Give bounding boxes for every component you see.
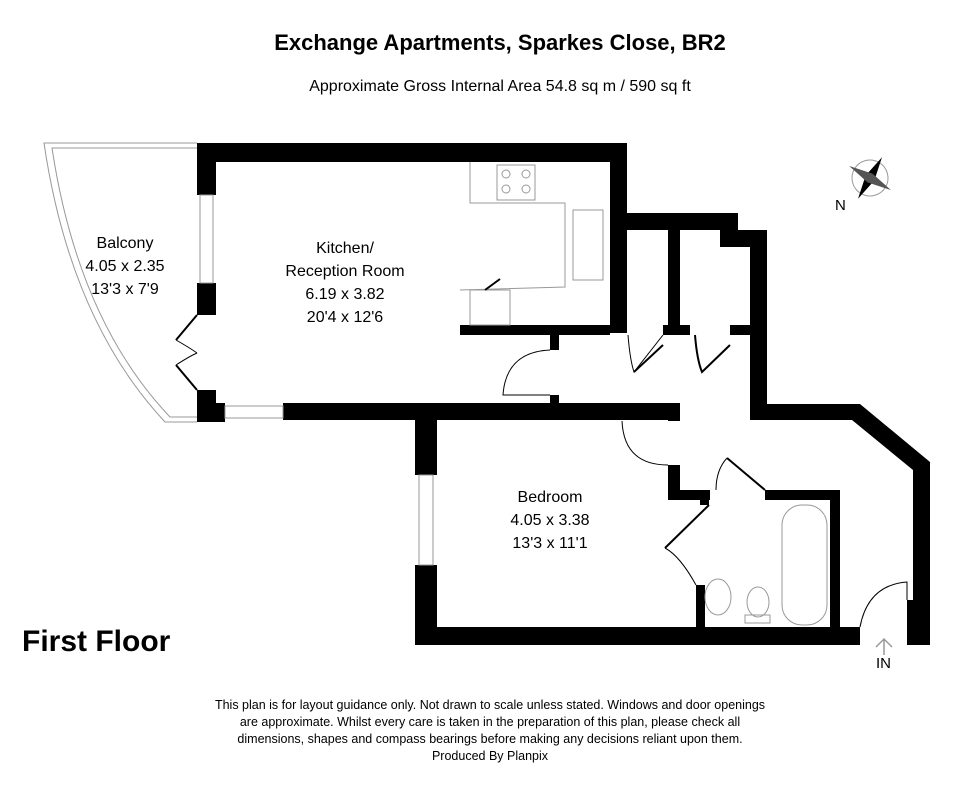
gross-internal-area: Approximate Gross Internal Area 54.8 sq … [309,78,691,95]
room-name: Kitchen/ [316,240,374,257]
room-size-imperial: 13'3 x 11'1 [512,535,588,552]
producer-credit: Produced By Planpix [431,749,549,763]
windows [199,194,434,566]
room-name-line2: Reception Room [285,263,405,280]
room-bedroom: Bedroom 4.05 x 3.38 13'3 x 11'1 [490,486,610,555]
compass-icon [849,157,891,199]
disclaimer-line: This plan is for layout guidance only. N… [214,698,766,712]
entrance-label: IN [876,655,891,672]
room-size-metric: 4.05 x 3.38 [510,512,590,529]
room-kitchen-reception: Kitchen/ Reception Room 6.19 x 3.82 20'4… [255,237,435,329]
disclaimer: This plan is for layout guidance only. N… [0,697,980,765]
room-size-imperial: 13'3 x 7'9 [91,281,159,298]
floor-label: First Floor [22,625,171,658]
room-balcony: Balcony 4.05 x 2.35 13'3 x 7'9 [70,232,180,301]
room-name: Balcony [96,235,154,252]
walls [197,143,930,645]
entrance-arrow-icon [875,637,893,655]
compass-north-label: N [835,197,846,214]
disclaimer-line: are approximate. Whilst every care is ta… [239,715,741,729]
balcony-outline [43,142,197,423]
bathroom-fixtures [704,504,828,626]
property-title: Exchange Apartments, Sparkes Close, BR2 [274,30,726,55]
disclaimer-line: dimensions, shapes and compass bearings … [237,732,743,746]
doors [175,314,908,628]
room-size-metric: 6.19 x 3.82 [305,286,385,303]
room-size-metric: 4.05 x 2.35 [85,258,165,275]
room-name: Bedroom [517,489,583,506]
kitchen-fixtures [459,162,604,326]
room-size-imperial: 20'4 x 12'6 [306,309,384,326]
